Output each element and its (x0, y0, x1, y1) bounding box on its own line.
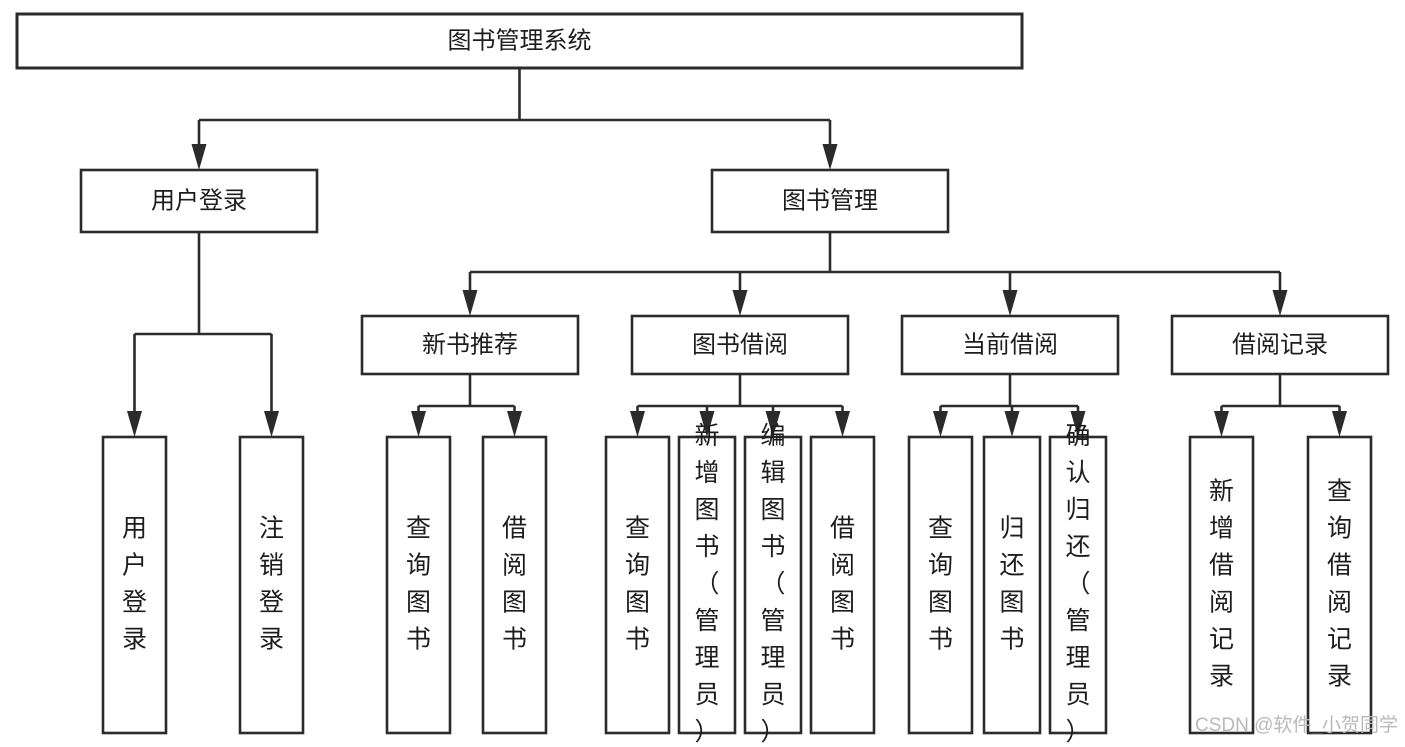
connector-group (411, 374, 522, 437)
node-current-borrow[interactable]: 当前借阅 (900, 314, 1120, 376)
node-label-leaf-add-book: 新增图书（管理员） (694, 422, 719, 746)
connector-group (933, 374, 1086, 437)
node-label-root: 图书管理系统 (448, 27, 592, 54)
node-box-book-manage[interactable] (710, 168, 950, 234)
node-box-leaf-confirm-return[interactable] (1048, 435, 1108, 735)
node-book-borrow[interactable]: 图书借阅 (630, 314, 850, 376)
node-book-manage[interactable]: 图书管理 (710, 168, 950, 234)
node-label-leaf-query-record: 查询借阅记录 (1327, 477, 1352, 690)
node-box-leaf-logout[interactable] (238, 435, 305, 735)
node-leaf-user-login[interactable]: 用户登录 (101, 435, 168, 735)
node-leaf-borrow-book-b[interactable]: 借阅图书 (809, 435, 876, 735)
node-box-current-borrow[interactable] (900, 314, 1120, 376)
node-label-leaf-logout: 注销登录 (259, 514, 284, 653)
node-label-leaf-query-book-a: 查询图书 (406, 514, 431, 653)
node-box-borrow-record[interactable] (1170, 314, 1390, 376)
node-layer: 图书管理系统用户登录图书管理新书推荐图书借阅当前借阅借阅记录用户登录注销登录查询… (15, 12, 1390, 746)
node-label-new-book-rec: 新书推荐 (422, 331, 518, 358)
node-label-leaf-return-book: 归还图书 (999, 514, 1024, 653)
node-box-leaf-add-book[interactable] (677, 435, 737, 735)
node-new-book-rec[interactable]: 新书推荐 (360, 314, 580, 376)
node-leaf-add-book[interactable]: 新增图书（管理员） (677, 422, 737, 746)
node-box-leaf-borrow-book-b[interactable] (809, 435, 876, 735)
node-box-leaf-query-record[interactable] (1306, 435, 1373, 735)
connector-layer (127, 68, 1347, 437)
node-label-leaf-query-book-b: 查询图书 (625, 514, 650, 653)
node-label-user-login: 用户登录 (151, 187, 247, 214)
node-leaf-add-record[interactable]: 新增借阅记录 (1188, 435, 1255, 735)
node-label-leaf-query-book-c: 查询图书 (928, 514, 953, 653)
node-box-leaf-query-book-c[interactable] (907, 435, 974, 735)
node-leaf-query-book-a[interactable]: 查询图书 (385, 435, 452, 735)
node-box-leaf-query-book-a[interactable] (385, 435, 452, 735)
node-label-borrow-record: 借阅记录 (1232, 331, 1328, 358)
node-leaf-logout[interactable]: 注销登录 (238, 435, 305, 735)
csdn-watermark: CSDN @软件_小贺同学 (1195, 714, 1398, 736)
node-box-leaf-borrow-book-a[interactable] (481, 435, 548, 735)
node-box-new-book-rec[interactable] (360, 314, 580, 376)
connector-group (630, 374, 850, 437)
node-leaf-return-book[interactable]: 归还图书 (982, 435, 1042, 735)
connector-group (191, 68, 838, 170)
node-box-leaf-edit-book[interactable] (743, 435, 803, 735)
node-leaf-query-record[interactable]: 查询借阅记录 (1306, 435, 1373, 735)
node-label-leaf-confirm-return: 确认归还（管理员） (1065, 422, 1090, 746)
node-label-leaf-user-login: 用户登录 (122, 514, 147, 653)
node-box-user-login[interactable] (79, 168, 319, 234)
node-label-leaf-edit-book: 编辑图书（管理员） (760, 422, 785, 746)
connector-group (462, 232, 1288, 316)
node-label-leaf-borrow-book-b: 借阅图书 (830, 514, 855, 653)
node-box-leaf-add-record[interactable] (1188, 435, 1255, 735)
node-box-leaf-user-login[interactable] (101, 435, 168, 735)
node-borrow-record[interactable]: 借阅记录 (1170, 314, 1390, 376)
node-label-leaf-add-record: 新增借阅记录 (1209, 477, 1234, 690)
node-user-login[interactable]: 用户登录 (79, 168, 319, 234)
node-leaf-confirm-return[interactable]: 确认归还（管理员） (1048, 422, 1108, 746)
node-leaf-borrow-book-a[interactable]: 借阅图书 (481, 435, 548, 735)
node-leaf-edit-book[interactable]: 编辑图书（管理员） (743, 422, 803, 746)
connector-group (1214, 374, 1347, 437)
node-root[interactable]: 图书管理系统 (15, 12, 1024, 70)
node-label-book-borrow: 图书借阅 (692, 331, 788, 358)
node-leaf-query-book-c[interactable]: 查询图书 (907, 435, 974, 735)
node-label-current-borrow: 当前借阅 (962, 331, 1058, 358)
node-box-leaf-query-book-b[interactable] (604, 435, 671, 735)
node-box-book-borrow[interactable] (630, 314, 850, 376)
connector-group (127, 232, 279, 437)
node-leaf-query-book-b[interactable]: 查询图书 (604, 435, 671, 735)
node-label-leaf-borrow-book-a: 借阅图书 (502, 514, 527, 653)
node-label-book-manage: 图书管理 (782, 187, 878, 214)
node-box-leaf-return-book[interactable] (982, 435, 1042, 735)
node-box-root[interactable] (15, 12, 1024, 70)
